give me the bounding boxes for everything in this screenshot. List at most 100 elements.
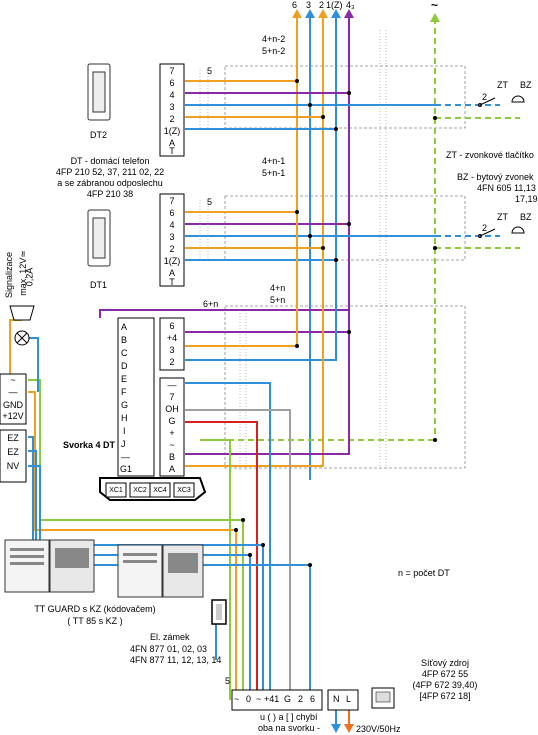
psu-term-6: 6 bbox=[310, 694, 316, 704]
dt2-term-3: 3 bbox=[169, 102, 175, 112]
mid-term-f: F bbox=[121, 387, 127, 397]
dt2-term-2: 2 bbox=[169, 114, 175, 124]
rt-term-2: 2 bbox=[169, 357, 175, 367]
mid-term-e: E bbox=[121, 374, 128, 384]
mid-term-a: A bbox=[121, 322, 128, 332]
zt-label-2: ZT bbox=[497, 212, 508, 222]
top-terminal-6: 6 bbox=[292, 0, 298, 10]
n-note: n = počet DT bbox=[398, 568, 450, 578]
dt1-term-t: T bbox=[169, 277, 175, 287]
rt-term-plus4: +4 bbox=[166, 333, 178, 343]
rt-term-6: 6 bbox=[169, 321, 175, 331]
rb-term-oh: OH bbox=[165, 404, 179, 414]
mid-term-g1: G1 bbox=[120, 464, 133, 474]
dt1-term-4: 4 bbox=[169, 220, 175, 230]
top-terminal-1z: 1(Z) bbox=[326, 0, 343, 10]
psu-note-1: u ( ) a [ ] chybí bbox=[260, 712, 318, 722]
bus-label-five-bottom: 5 bbox=[225, 676, 231, 686]
lock-title: El. zámek bbox=[150, 632, 190, 642]
rb-term-b: B bbox=[168, 452, 175, 462]
dt1-term-a: A bbox=[168, 268, 175, 278]
dt2-label: DT2 bbox=[90, 130, 108, 140]
top-terminal-43: 4₃ bbox=[346, 0, 355, 10]
tt-guard-sub: ( TT 85 s KZ ) bbox=[67, 616, 123, 626]
lock-model-2: 4FN 877 11, 12, 13, 14 bbox=[130, 655, 222, 665]
psu-term-0: 0 bbox=[246, 694, 252, 704]
connector-xc1: XC1 bbox=[109, 487, 123, 494]
left-term-ez1: EZ bbox=[7, 433, 19, 443]
entry-bus-box bbox=[224, 305, 466, 469]
rb-term-a: A bbox=[168, 464, 175, 474]
rb-term-7: 7 bbox=[169, 392, 175, 402]
tt-guard-title: TT GUARD s KZ (kódovačem) bbox=[34, 604, 156, 614]
left-term-nv: NV bbox=[6, 461, 20, 471]
dt1-label: DT1 bbox=[90, 280, 108, 290]
bus-label-six-n: 6+n bbox=[203, 299, 219, 309]
mid-term-g: G bbox=[121, 400, 129, 410]
bus-label-five-dt2: 5 bbox=[207, 66, 213, 76]
dt-desc-line-2: 4FP 210 52, 37, 211 02, 22 bbox=[55, 167, 165, 177]
zt-num-1: 2 bbox=[482, 92, 488, 102]
bz-label-2: BZ bbox=[520, 212, 532, 222]
bus-label-n1a: 4+n-1 bbox=[262, 156, 286, 166]
mid-term-d: D bbox=[121, 361, 128, 371]
top-terminal-2: 2 bbox=[319, 0, 325, 10]
lock-model-1: 4FN 877 01, 02, 03 bbox=[130, 644, 208, 654]
dt1-bus-box bbox=[224, 195, 466, 261]
psu-term-g: G bbox=[284, 694, 292, 704]
dt-desc-line-3: a se zábranou odposlechu bbox=[57, 178, 163, 188]
dt2-term-4: 4 bbox=[169, 90, 175, 100]
bz-label: BZ bbox=[520, 80, 532, 90]
mid-terminal-block bbox=[117, 317, 155, 477]
connector-xc4: XC4 bbox=[153, 487, 167, 494]
zt-label: ZT bbox=[497, 80, 508, 90]
connector-xc2: XC2 bbox=[133, 487, 147, 494]
dt2-term-6: 6 bbox=[169, 78, 175, 88]
dt1-term-2: 2 bbox=[169, 244, 175, 254]
right-bottom-block bbox=[159, 377, 185, 477]
rb-term-g: G bbox=[168, 416, 176, 426]
rt-term-3: 3 bbox=[169, 345, 175, 355]
signal-spec-2: 0,2A bbox=[24, 267, 35, 287]
dt2-term-1z: 1(Z) bbox=[163, 126, 181, 136]
dt2-term-a: A bbox=[168, 138, 175, 148]
left-term-minus: — bbox=[8, 387, 18, 397]
rb-term-plus: + bbox=[169, 428, 175, 438]
ez-left-block bbox=[0, 429, 27, 483]
rb-term-minus: — bbox=[167, 380, 177, 390]
bus-label-five-dt1: 5 bbox=[207, 197, 213, 207]
dt1-term-7: 7 bbox=[169, 196, 175, 206]
mid-term-h: H bbox=[121, 413, 128, 423]
dt2-terminal-block bbox=[159, 63, 185, 157]
left-term-12v: +12V bbox=[2, 411, 24, 421]
connector-xc3: XC3 bbox=[177, 487, 191, 494]
mains-label: 230V/50Hz bbox=[356, 724, 401, 734]
mid-term-j: J bbox=[121, 439, 126, 449]
psu-term-2: 2 bbox=[298, 694, 304, 704]
dt1-term-1z: 1(Z) bbox=[163, 256, 181, 266]
dt2-term-t: T bbox=[169, 146, 175, 156]
bus-label-n0b: 5+n bbox=[270, 295, 286, 305]
dt-desc-line-4: 4FP 210 38 bbox=[86, 189, 134, 199]
mid-term-c: C bbox=[121, 348, 128, 358]
right-top-block bbox=[159, 317, 185, 371]
bz-desc-1: BZ - bytový zvonek bbox=[457, 172, 534, 182]
bus-label-n1b: 5+n-1 bbox=[262, 168, 286, 178]
bus-label-n0a: 4+n bbox=[270, 283, 286, 293]
dt-desc-line-1: DT - domácí telefon bbox=[70, 156, 150, 166]
psu-model-3: [4FP 672 18] bbox=[419, 691, 471, 701]
psu-term-ac1: ~ bbox=[234, 694, 240, 704]
psu-terminal-block bbox=[231, 689, 323, 711]
mid-term-b: B bbox=[121, 335, 128, 345]
bus-label-n2a: 4+n-2 bbox=[262, 34, 286, 44]
rb-term-ac: ~ bbox=[169, 440, 175, 450]
dt1-terminal-block bbox=[159, 193, 185, 287]
mains-n: N bbox=[333, 694, 340, 704]
ac-symbol: ~ bbox=[431, 0, 439, 12]
left-term-gnd: GND bbox=[3, 400, 23, 410]
dt1-term-3: 3 bbox=[169, 232, 175, 242]
mid-term-i: I bbox=[123, 426, 126, 436]
dt2-term-7: 7 bbox=[169, 66, 175, 76]
